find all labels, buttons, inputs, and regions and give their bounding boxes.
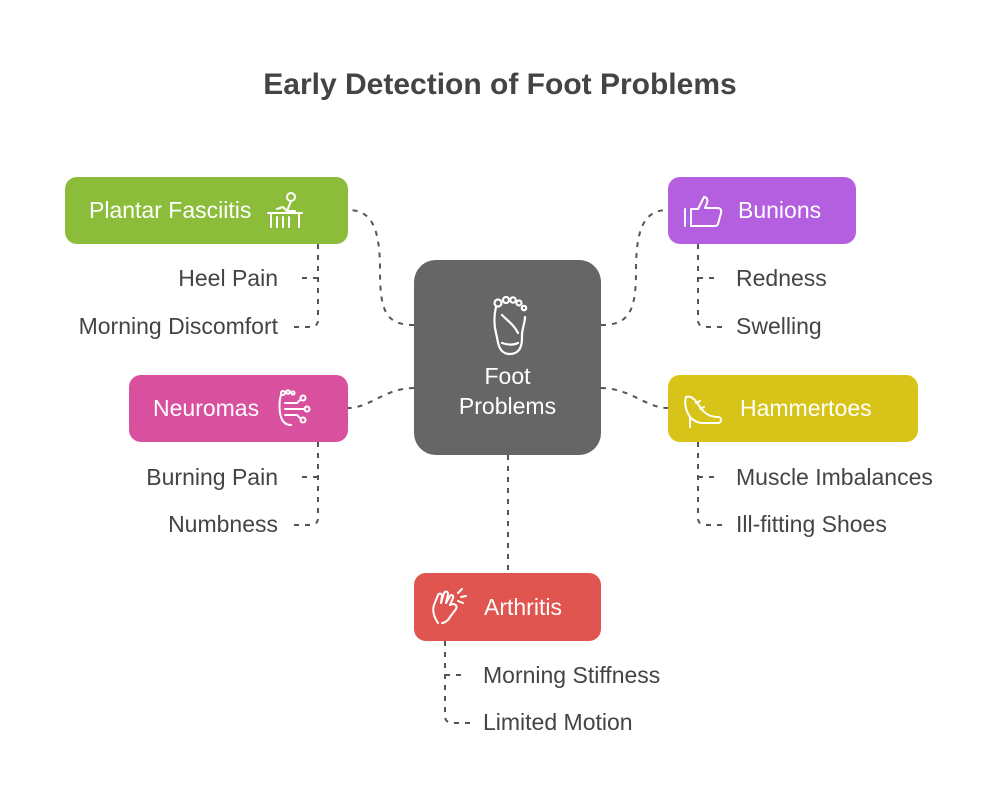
hand-pain-icon xyxy=(428,587,468,627)
arthritis-item-2: Limited Motion xyxy=(483,709,633,735)
node-hammertoes: Hammertoes xyxy=(668,375,918,442)
connector-arthritis-items xyxy=(445,641,471,723)
node-plantar-label: Plantar Fasciitis xyxy=(89,197,252,223)
neuromas-item-2: Numbness xyxy=(168,511,278,537)
diagram-title: Early Detection of Foot Problems xyxy=(263,68,737,101)
connector-neuromas-items xyxy=(292,442,318,525)
center-node-foot-problems: Foot Problems xyxy=(414,260,601,455)
connector-plantar-items xyxy=(292,244,318,327)
plantar-item-1: Heel Pain xyxy=(178,265,278,291)
connector-hammertoes-items xyxy=(698,442,724,525)
node-arthritis-label: Arthritis xyxy=(484,593,562,620)
node-arthritis: Arthritis xyxy=(414,573,601,641)
connector-bunions xyxy=(601,210,668,325)
node-neuromas: Neuromas xyxy=(129,375,348,442)
center-label: Foot Problems xyxy=(459,361,556,421)
nerve-icon xyxy=(275,388,311,429)
node-bunions-label: Bunions xyxy=(738,197,822,223)
plantar-item-2: Morning Discomfort xyxy=(78,313,278,339)
high-heel-icon xyxy=(682,389,724,429)
connector-hammertoes xyxy=(601,388,668,408)
node-neuromas-label: Neuromas xyxy=(153,395,260,421)
thumbs-up-icon xyxy=(682,193,724,229)
hammertoes-item-2: Ill-fitting Shoes xyxy=(736,511,887,537)
arthritis-item-1: Morning Stiffness xyxy=(483,662,661,688)
connector-neuromas xyxy=(348,388,414,408)
connector-bunions-items xyxy=(698,244,724,327)
node-hammertoes-label: Hammertoes xyxy=(740,395,872,421)
connector-plantar xyxy=(348,210,414,325)
bunions-item-1: Redness xyxy=(736,265,827,291)
foot-icon xyxy=(488,295,528,357)
center-label-line2: Problems xyxy=(458,392,557,419)
desk-person-icon xyxy=(265,191,305,231)
neuromas-item-1: Burning Pain xyxy=(146,464,278,490)
node-plantar-fasciitis: Plantar Fasciitis xyxy=(65,177,348,244)
center-label-line1: Foot xyxy=(484,362,531,389)
node-bunions: Bunions xyxy=(668,177,856,244)
hammertoes-item-1: Muscle Imbalances xyxy=(736,464,933,490)
bunions-item-2: Swelling xyxy=(736,313,822,339)
